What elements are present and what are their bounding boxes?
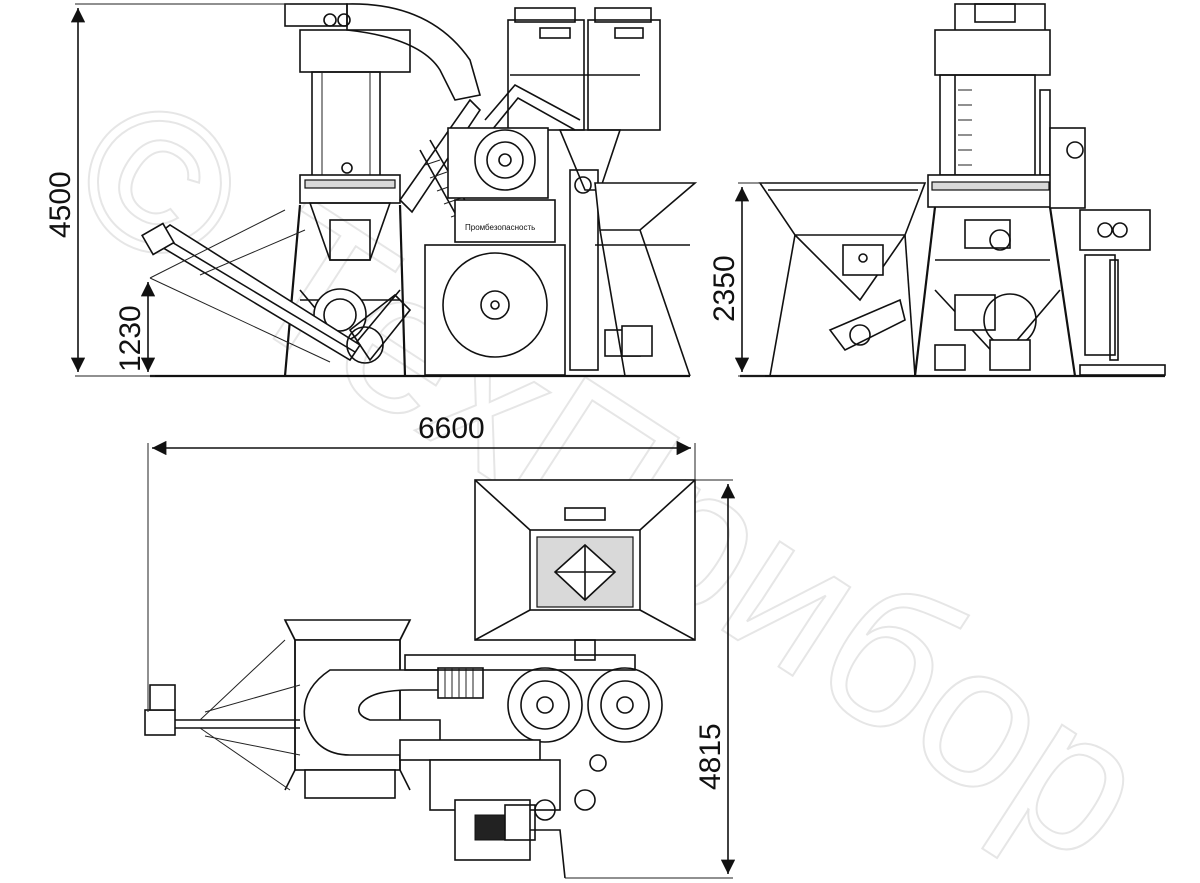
- front-inlet-height-label: 1230: [114, 305, 147, 372]
- front-inlet-height-dimension: 1230: [114, 282, 156, 372]
- side-height-dimension: 2350: [708, 182, 765, 377]
- front-height-label: 4500: [44, 171, 77, 238]
- watermark: © ТехПрибор: [36, 48, 1186, 883]
- front-view: Промбезопасность: [141, 3, 698, 378]
- top-width-label: 6600: [418, 412, 485, 445]
- side-height-label: 2350: [708, 255, 741, 322]
- top-view: [144, 479, 696, 879]
- nameplate-text: Промбезопасность: [465, 223, 535, 232]
- top-depth-dimension: 4815: [565, 479, 736, 879]
- top-depth-label: 4815: [694, 723, 727, 790]
- side-view: [740, 3, 1166, 378]
- watermark-text: © ТехПрибор: [37, 49, 1185, 883]
- top-width-dimension: 6600: [147, 412, 696, 712]
- front-height-dimension: 4500: [44, 3, 290, 377]
